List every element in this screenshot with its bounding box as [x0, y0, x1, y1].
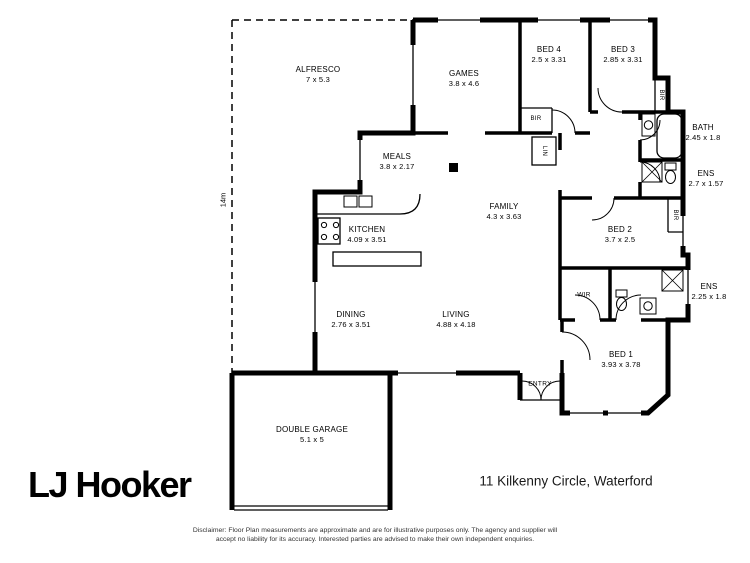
bath-vanity-icon	[641, 113, 656, 137]
bathroom-fixtures	[615, 113, 684, 315]
sink-bowl-icon	[343, 195, 358, 208]
bathtub-icon	[656, 113, 683, 159]
wir-door-icon	[574, 294, 601, 321]
scale-dimension-label: 14m	[218, 192, 228, 208]
bed2-robe-icon	[667, 198, 683, 233]
ens2-door-icon	[615, 294, 642, 321]
sink-bowl-icon	[358, 195, 373, 208]
window-lines	[314, 19, 689, 414]
closet-fronts	[520, 78, 683, 233]
bed4-door-icon	[551, 109, 576, 134]
label-entry: ENTRY	[528, 380, 552, 388]
alfresco-dashed-boundary	[231, 19, 413, 373]
kitchen-fixtures	[317, 193, 422, 267]
disclaimer-line2: accept no liability for its accuracy. In…	[215, 536, 535, 543]
bed3-door-icon	[597, 87, 623, 113]
ens2-toilet-icon	[615, 289, 628, 298]
label-wir: WIR	[577, 291, 591, 299]
property-address: 11 Kilkenny Circle, Waterford	[479, 473, 653, 489]
room-label-bed4: BED 4 2.5 x 3.31	[531, 45, 567, 65]
room-label-kitchen: KITCHEN 4.09 x 3.51	[347, 225, 387, 245]
room-label-ens-lower: ENS 2.25 x 1.8	[691, 282, 727, 302]
entry-door-right-icon	[540, 380, 561, 401]
island-bench-icon	[332, 251, 422, 267]
ens2-shower-icon	[661, 269, 684, 292]
label-bir-bed3: BIR	[658, 89, 664, 101]
door-arcs	[521, 87, 661, 401]
structural-column	[449, 163, 458, 172]
ens2-vanity-icon	[639, 297, 657, 315]
room-label-bath: BATH 2.45 x 1.8	[685, 123, 721, 143]
label-bir-bed4: BIR	[530, 116, 542, 122]
room-label-bed2: BED 2 3.7 x 2.5	[604, 225, 636, 245]
ljhooker-logo: LJ Hooker	[28, 464, 192, 505]
room-label-dining: DINING 2.76 x 3.51	[331, 310, 371, 330]
bed1-door-icon	[561, 331, 591, 361]
room-label-living: LIVING 4.88 x 4.18	[436, 310, 476, 330]
kitchen-counter-icon	[317, 193, 421, 215]
room-label-bed1: BED 1 3.93 x 3.78	[601, 350, 641, 370]
label-bir-bed2: BIR	[672, 209, 678, 221]
room-label-meals: MEALS 3.8 x 2.17	[379, 152, 415, 172]
room-label-alfresco: ALFRESCO 7 x 5.3	[295, 65, 341, 85]
room-label-garage: DOUBLE GARAGE 5.1 x 5	[276, 425, 348, 445]
garage-door	[234, 505, 388, 511]
room-label-family: FAMILY 4.3 x 3.63	[486, 202, 522, 222]
interior-walls	[413, 20, 688, 373]
ens-toilet-icon	[664, 162, 677, 171]
label-lin: LIN	[541, 145, 547, 157]
disclaimer-text: Disclaimer: Floor Plan measurements are …	[0, 526, 750, 544]
room-label-games: GAMES 3.8 x 4.6	[448, 69, 480, 89]
room-label-bed3: BED 3 2.85 x 3.31	[603, 45, 643, 65]
bed2-door-icon	[591, 197, 615, 221]
room-label-ens-upper: ENS 2.7 x 1.57	[688, 169, 724, 189]
bath-door-icon	[639, 119, 661, 141]
bed4-robe-icon	[520, 107, 553, 133]
cooktop-icon	[317, 217, 341, 245]
ens-shower-icon	[641, 161, 663, 183]
linen-closet-icon	[531, 136, 557, 166]
ens-door-icon	[639, 161, 661, 183]
disclaimer-line1: Disclaimer: Floor Plan measurements are …	[192, 527, 558, 534]
